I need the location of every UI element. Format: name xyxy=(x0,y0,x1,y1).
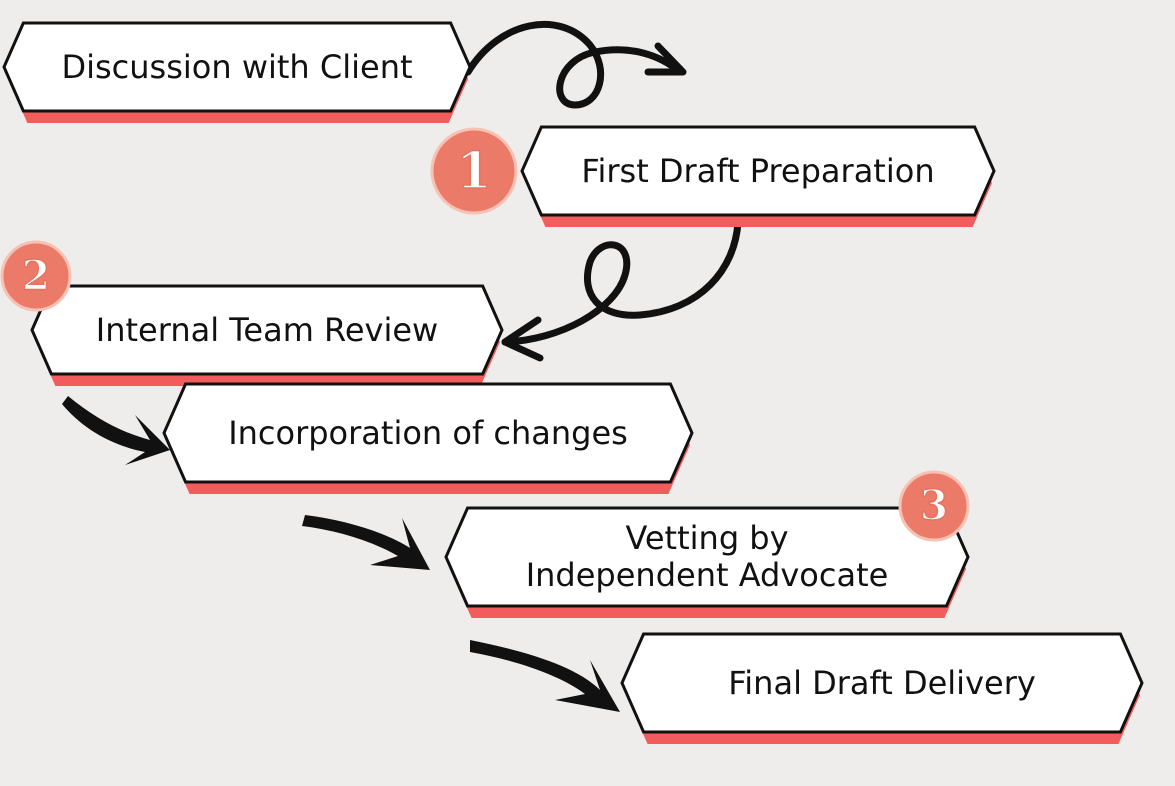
step-label-discussion: Discussion with Client xyxy=(61,47,413,86)
step-box-vetting xyxy=(444,506,970,618)
step-label-incorporation: Incorporation of changes xyxy=(228,413,628,452)
step-box-incorporation xyxy=(162,382,694,494)
step-number-badge-2: 2 xyxy=(0,240,72,312)
step-box-first-draft xyxy=(520,125,996,227)
step-label-internal-review: Internal Team Review xyxy=(95,310,439,349)
step-shape xyxy=(520,125,996,217)
step-shape xyxy=(30,284,504,376)
step-box-internal-review xyxy=(30,284,504,386)
bold-arrow-icon xyxy=(302,515,430,570)
step-box-discussion xyxy=(2,21,472,123)
connector-first-draft-to-internal-review xyxy=(501,218,742,346)
bold-arrow-icon xyxy=(470,640,620,712)
step-shape xyxy=(2,21,472,113)
badge-circle xyxy=(898,470,970,542)
badge-circle xyxy=(0,240,72,312)
badge-number: 2 xyxy=(22,252,50,300)
step-label-final-delivery: Final Draft Delivery xyxy=(728,663,1036,702)
step-shape xyxy=(162,382,694,484)
connector-discussion-to-first-draft xyxy=(464,20,684,109)
badge-circle xyxy=(430,127,518,215)
step-number-badge-3: 3 xyxy=(898,470,970,542)
badge-number: 3 xyxy=(920,482,948,530)
bold-arrow-icon xyxy=(62,396,170,465)
arrowhead-icon xyxy=(501,316,544,362)
step-box-final-delivery xyxy=(620,632,1144,744)
step-number-badge-1: 1 xyxy=(430,127,518,215)
step-label-first-draft: First Draft Preparation xyxy=(581,151,935,190)
arrowhead-icon xyxy=(644,42,687,76)
badge-number: 1 xyxy=(456,141,491,200)
step-shape xyxy=(620,632,1144,734)
